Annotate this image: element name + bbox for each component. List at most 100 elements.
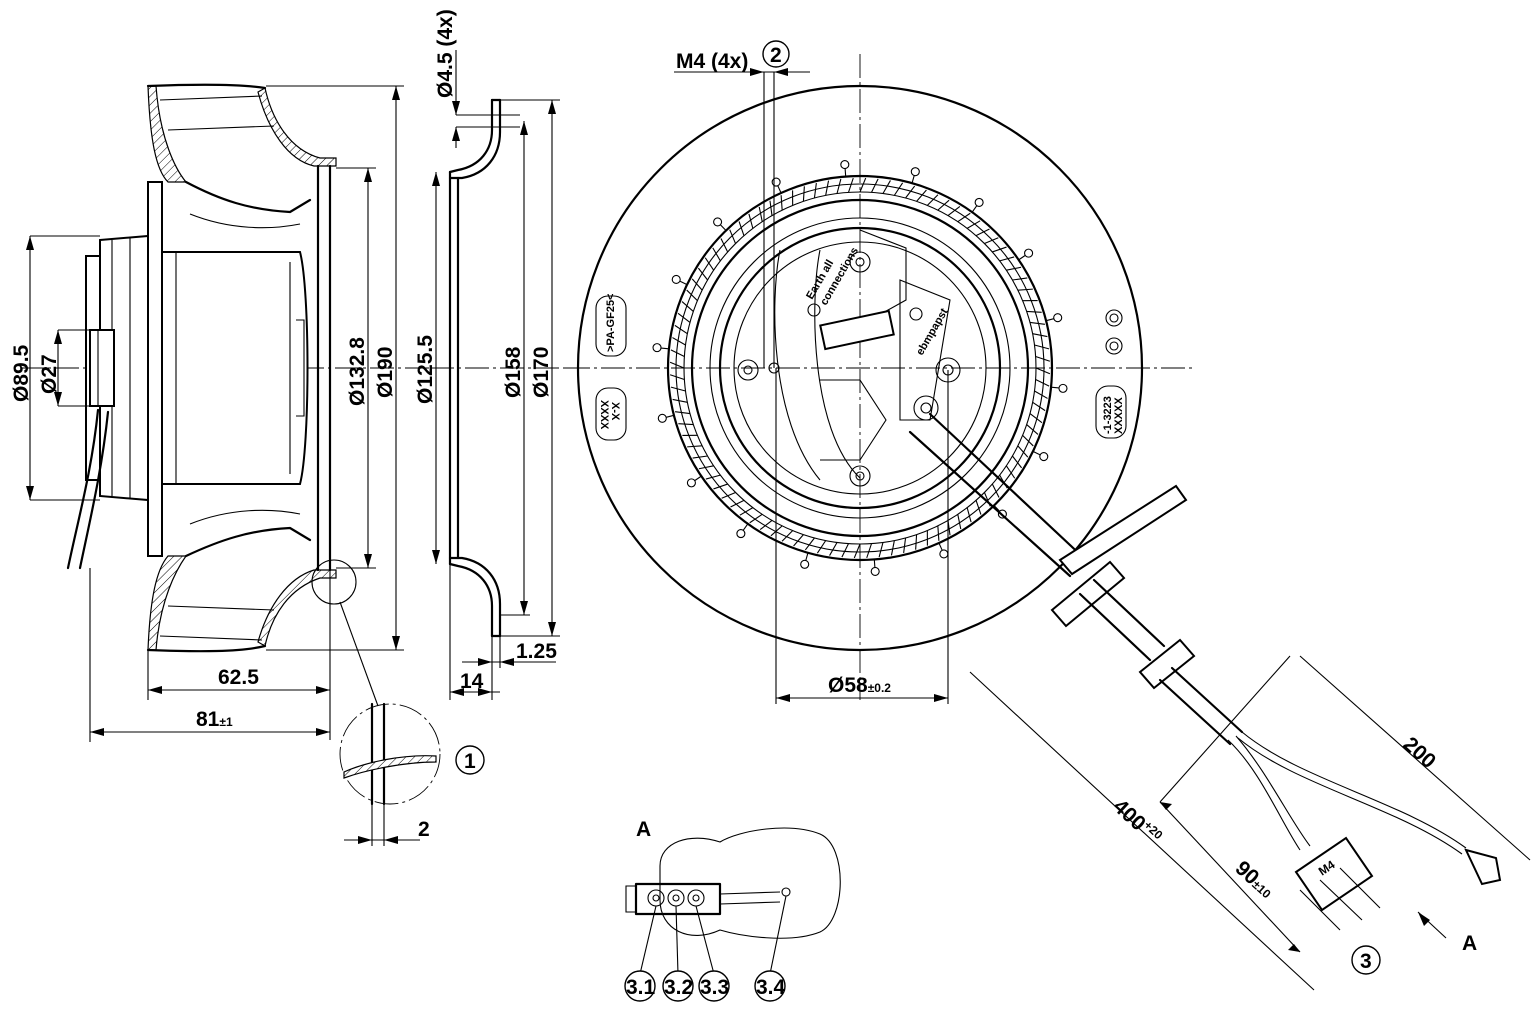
dim-w14: 14 xyxy=(460,670,484,693)
callout-3-2: 3.2 xyxy=(664,976,693,999)
dim-d58: Ø58±0.2 xyxy=(828,674,891,697)
blade-tick xyxy=(841,543,849,558)
blade-tick xyxy=(926,194,939,206)
dim-d158: Ø158 xyxy=(502,346,525,398)
blade-tick xyxy=(793,534,804,547)
blade-tick xyxy=(802,186,805,202)
blade-tick xyxy=(947,205,961,217)
balance-clip-stem xyxy=(873,559,876,568)
blade-tick xyxy=(1026,424,1039,435)
blade-tick xyxy=(890,540,895,556)
balance-clip-stem xyxy=(777,185,782,194)
blade-tick xyxy=(916,189,927,202)
blade-tick xyxy=(1035,367,1051,375)
blade-tick xyxy=(698,465,714,470)
blade-tick xyxy=(1012,277,1028,281)
blade-tick xyxy=(712,247,721,262)
blade-tick xyxy=(859,177,867,193)
blade-tick xyxy=(992,246,1007,253)
balance-clip xyxy=(1039,452,1049,462)
blade-tick xyxy=(1035,379,1050,387)
blade-tick xyxy=(1005,465,1016,479)
view-a-label: A xyxy=(636,818,651,841)
side-view xyxy=(20,83,485,846)
blade-tick xyxy=(672,337,686,346)
blade-tick xyxy=(975,228,990,237)
blade-tick xyxy=(1032,401,1046,412)
balance-clip xyxy=(657,413,667,423)
dim-w62-5: 62.5 xyxy=(218,666,259,689)
blade-tick xyxy=(675,411,691,415)
balance-clip-stem xyxy=(1045,318,1054,322)
blade-tick xyxy=(1029,321,1045,325)
blade-tick xyxy=(937,199,950,211)
blade-tick xyxy=(670,386,686,392)
blade-tick xyxy=(903,537,907,553)
balance-clip xyxy=(870,566,880,576)
blade-tick xyxy=(758,206,763,222)
date-stamp-left-1: XXXX xyxy=(598,400,610,430)
blade-tick xyxy=(984,237,999,245)
dim-thread: M4 (4x) xyxy=(676,50,748,73)
blade-tick xyxy=(670,349,685,357)
balance-clip xyxy=(997,509,1007,519)
blade-tick xyxy=(915,534,918,550)
callout-3-4: 3.4 xyxy=(756,976,786,999)
dim-d125-5: Ø125.5 xyxy=(414,335,437,404)
view-a xyxy=(624,827,841,1002)
dim-d170: Ø170 xyxy=(530,347,553,398)
blade-tick xyxy=(866,543,873,559)
blade-tick xyxy=(871,178,879,193)
balance-clip xyxy=(771,177,781,187)
blade-tick xyxy=(975,500,982,515)
dim-l200: 200 xyxy=(1399,733,1440,774)
balance-clip xyxy=(1058,383,1068,393)
blade-ticks xyxy=(669,177,1051,559)
callout-2: 2 xyxy=(770,44,782,67)
blade-tick xyxy=(829,542,838,556)
blade-tick xyxy=(729,229,737,244)
inlet-ring-section xyxy=(430,50,570,700)
blade-tick xyxy=(1006,266,1022,271)
dim-l90: 90±10 xyxy=(1231,857,1279,903)
blade-tick xyxy=(730,499,745,508)
balance-clip-stem xyxy=(938,542,943,551)
blade-tick xyxy=(681,301,694,312)
blade-tick xyxy=(966,507,972,523)
view-a-arrow-label: A xyxy=(1462,932,1477,955)
balance-clip xyxy=(1053,313,1063,323)
blade-tick xyxy=(999,256,1015,262)
blade-tick xyxy=(704,257,715,271)
balance-clip xyxy=(671,274,681,284)
material-text: >PA-GF25< xyxy=(605,294,617,353)
blade-tick xyxy=(825,180,830,196)
blade-tick xyxy=(836,178,842,194)
balance-clip-stem xyxy=(666,414,675,418)
date-stamp-right-2: -1-3223 xyxy=(1102,396,1114,434)
blade-tick xyxy=(678,423,694,426)
blade-tick xyxy=(804,537,815,551)
blade-tick xyxy=(713,483,728,490)
balance-clip-stem xyxy=(911,175,915,184)
blade-tick xyxy=(677,312,691,323)
blade-tick xyxy=(957,212,971,223)
blade-tick xyxy=(1026,310,1042,313)
blade-tick xyxy=(692,455,708,459)
balance-clip-stem xyxy=(1032,450,1041,456)
blade-tick xyxy=(769,200,773,216)
blade-tick xyxy=(853,543,861,559)
blade-tick xyxy=(686,289,698,302)
blade-tick xyxy=(1034,344,1050,350)
balance-clip xyxy=(1024,248,1034,258)
blade-tick xyxy=(1022,434,1034,447)
balance-clip xyxy=(840,160,850,170)
balance-clip-stem xyxy=(719,224,727,231)
callout-3-1: 3.1 xyxy=(626,976,656,999)
date-stamp-right-1: XXXXX xyxy=(1113,397,1125,434)
blade-tick xyxy=(966,220,981,229)
balance-clip xyxy=(652,343,662,353)
balance-clip xyxy=(974,197,984,207)
balance-clip-stem xyxy=(993,505,1001,512)
blade-tick xyxy=(669,361,685,369)
